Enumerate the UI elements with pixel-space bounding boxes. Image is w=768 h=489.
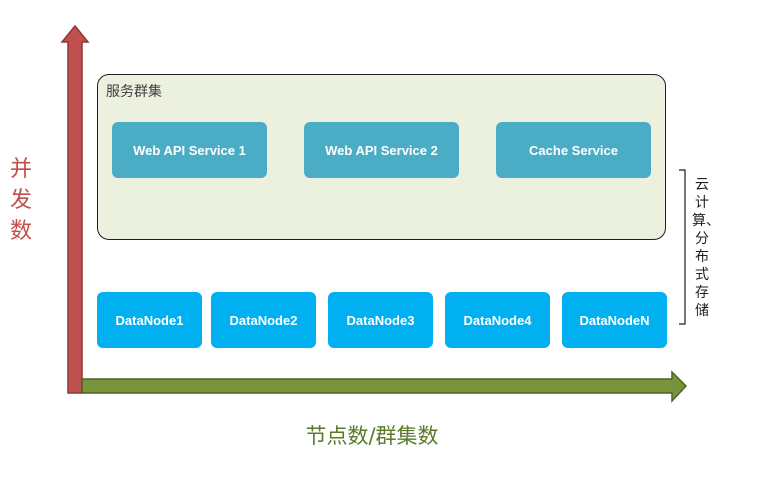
x-axis-label: 节点数/群集数 <box>305 424 439 448</box>
side-label: 云计算、分布式存储 <box>692 177 720 319</box>
web-api-service-2-box: Web API Service 2 <box>304 122 459 178</box>
datanode-3: DataNode3 <box>328 292 433 348</box>
y-axis-label: 并发数 <box>9 157 32 244</box>
datanode-4: DataNode4 <box>445 292 550 348</box>
datanode-n: DataNodeN <box>562 292 667 348</box>
datanode-2: DataNode2 <box>211 292 316 348</box>
cache-service-box: Cache Service <box>496 122 651 178</box>
x-axis-arrow <box>81 370 688 403</box>
side-bracket <box>679 169 686 325</box>
service-cluster-box: 服务群集 Web API Service 1 Web API Service 2… <box>97 74 666 240</box>
cluster-title: 服务群集 <box>106 84 162 100</box>
y-axis-arrow <box>60 24 90 394</box>
web-api-service-1-box: Web API Service 1 <box>112 122 267 178</box>
datanode-1: DataNode1 <box>97 292 202 348</box>
